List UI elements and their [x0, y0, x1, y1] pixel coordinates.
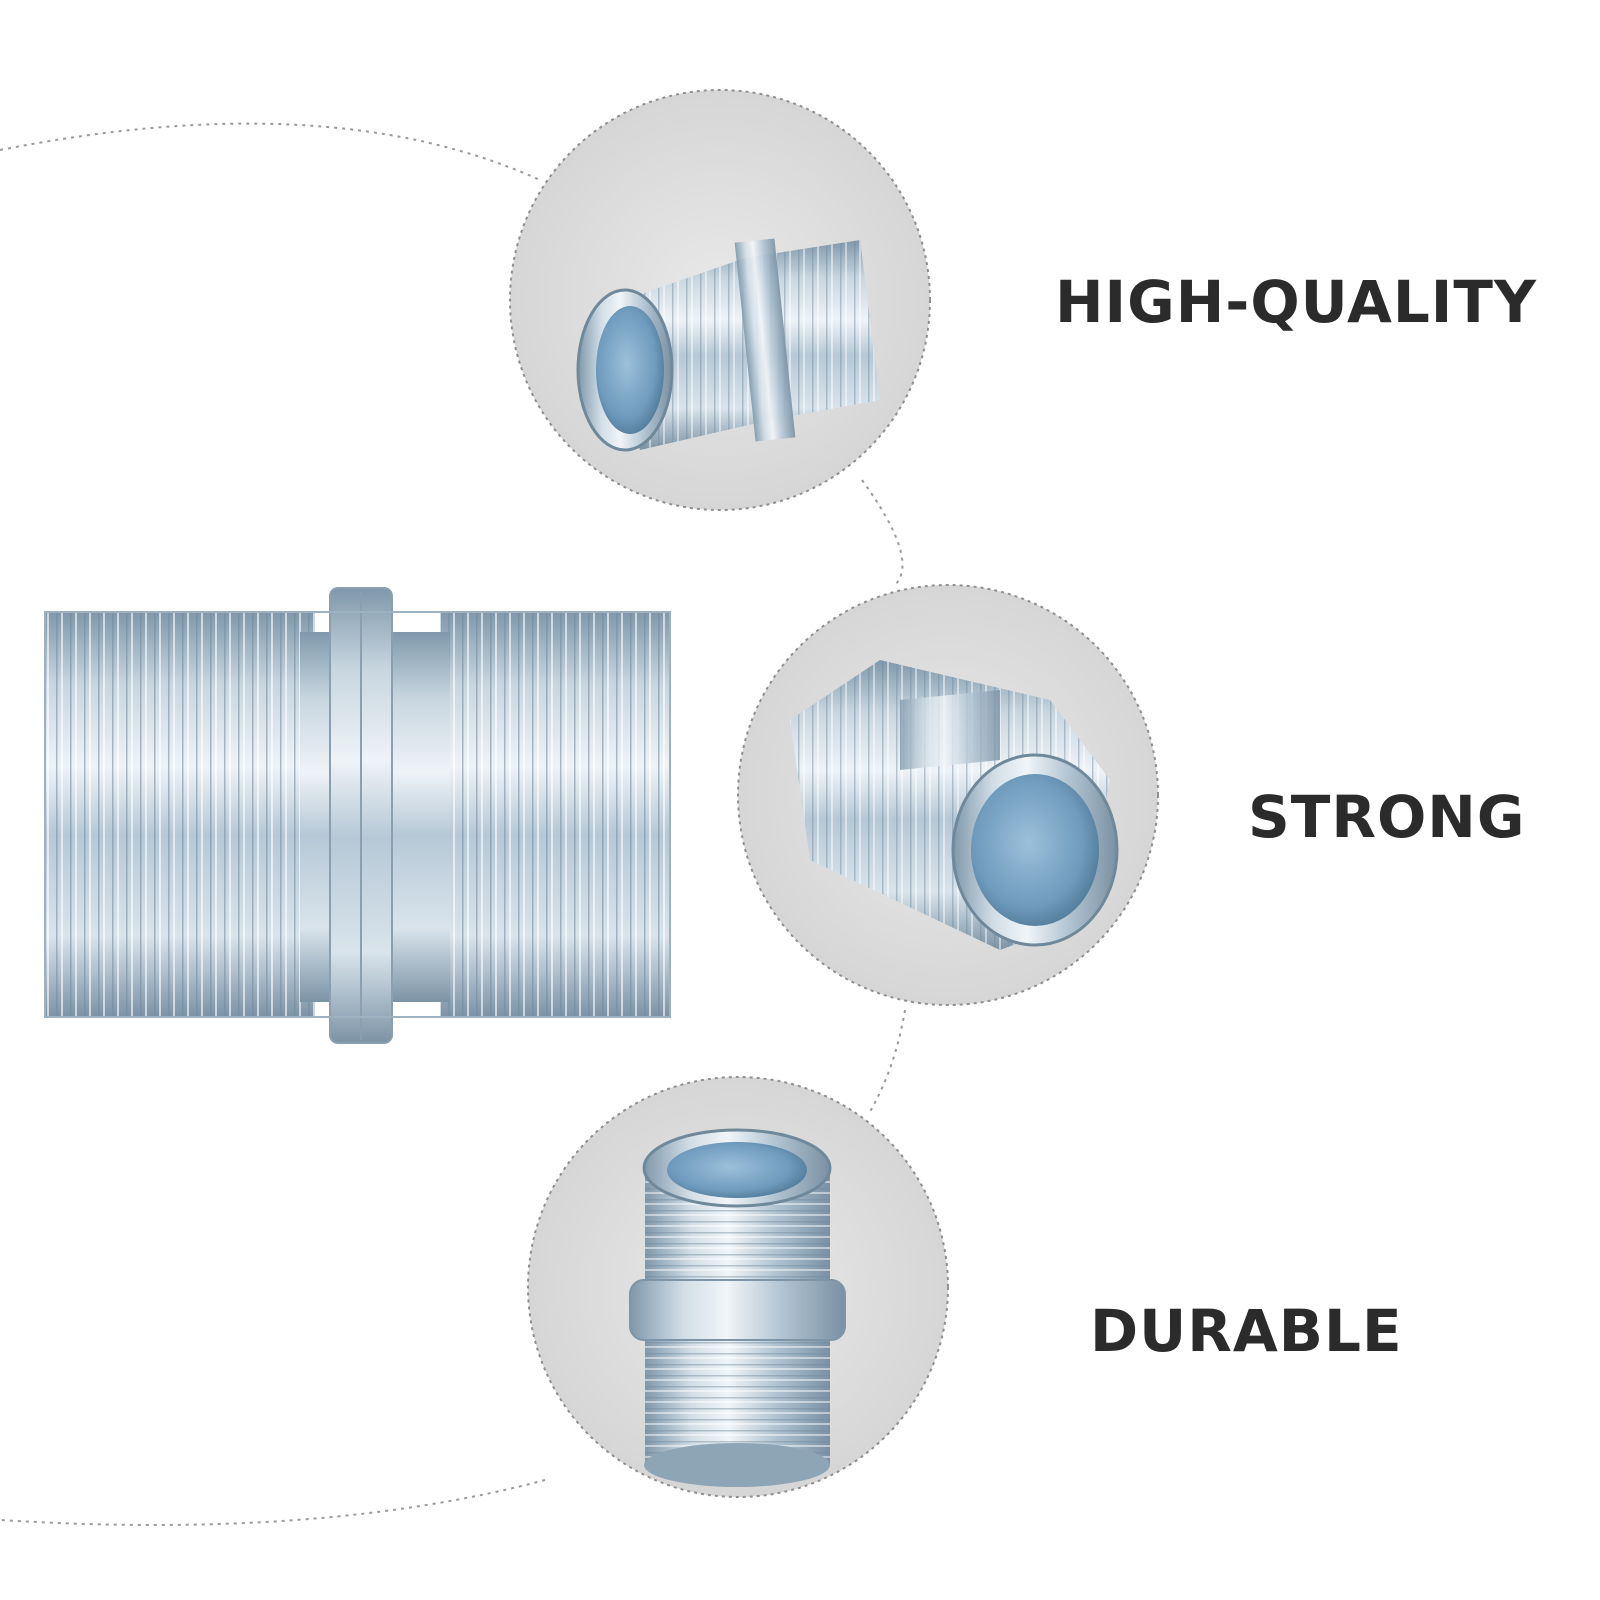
dotted-arc	[0, 122, 906, 1526]
pipe-nipple-rear-view-icon	[737, 584, 1159, 1006]
feature-label-strong: STRONG	[1248, 783, 1526, 851]
pipe-nipple-upright-view-icon	[527, 1076, 949, 1498]
feature-label-durable: DURABLE	[1090, 1297, 1403, 1365]
pipe-nipple-angled-view-icon	[509, 89, 931, 511]
feature-label-high-quality: HIGH-QUALITY	[1055, 268, 1537, 336]
threaded-pipe-nipple-icon	[44, 587, 671, 1044]
